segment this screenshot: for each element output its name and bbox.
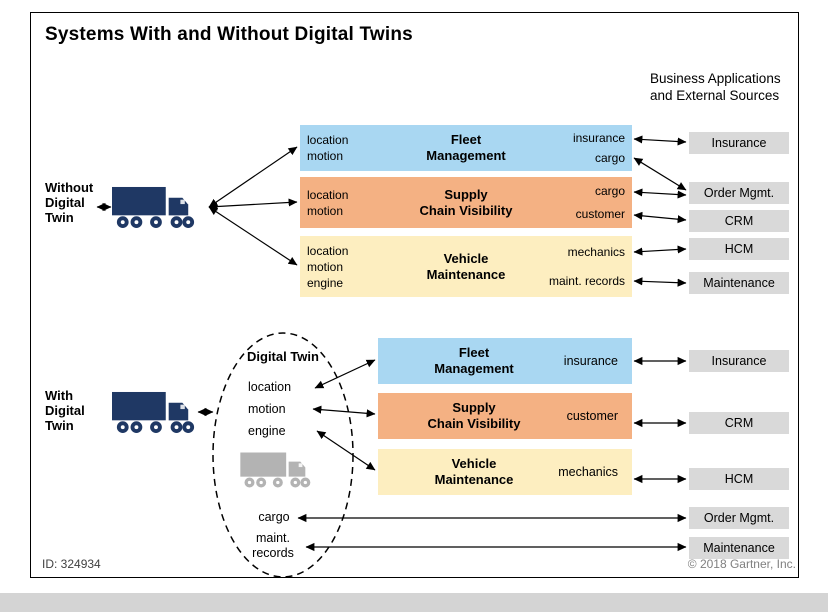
supply-inputs: location motion (307, 187, 349, 218)
bottom-gray-bar (0, 593, 828, 612)
vehicle-output: mechanics (558, 465, 618, 479)
system-box-supply-chain-bottom: Supply Chain Visibility customer (378, 393, 632, 439)
system-box-fleet-management-top: location motion Fleet Management insuran… (300, 125, 632, 171)
copyright-notice: © 2018 Gartner, Inc. (687, 557, 796, 571)
app-box-maintenance-bottom: Maintenance (689, 537, 789, 559)
supply-output: customer (566, 409, 618, 423)
supply-name: Supply Chain Visibility (427, 400, 521, 431)
without-digital-twin-label: Without Digital Twin (45, 180, 94, 225)
vehicle-name: Vehicle Maintenance (426, 250, 506, 282)
app-box-insurance-bottom: Insurance (689, 350, 789, 372)
app-box-order-mgmt-top: Order Mgmt. (689, 182, 789, 204)
digital-twin-title: Digital Twin (247, 349, 319, 364)
diagram-frame (30, 12, 799, 578)
app-box-hcm-top: HCM (689, 238, 789, 260)
diagram-id: ID: 324934 (42, 557, 101, 571)
fleet-output: insurance (563, 354, 618, 368)
with-digital-twin-label: With Digital Twin (45, 388, 85, 433)
supply-name: Supply Chain Visibility (419, 186, 513, 218)
digital-twin-maint-records: maint. records (252, 531, 294, 560)
app-box-maintenance-top: Maintenance (689, 272, 789, 294)
fleet-outputs: insurance cargo (572, 131, 625, 165)
app-box-crm-bottom: CRM (689, 412, 789, 434)
system-box-vehicle-maintenance-top: location motion engine Vehicle Maintenan… (300, 236, 632, 297)
supply-outputs: cargo customer (575, 183, 625, 221)
app-box-order-mgmt-bottom: Order Mgmt. (689, 507, 789, 529)
digital-twin-attributes: location motion engine (248, 380, 292, 438)
system-box-vehicle-maintenance-bottom: Vehicle Maintenance mechanics (378, 449, 632, 495)
app-box-crm-top: CRM (689, 210, 789, 232)
fleet-inputs: location motion (307, 133, 349, 163)
fleet-name: Fleet Management (434, 345, 514, 376)
fleet-name: Fleet Management (426, 132, 506, 163)
digital-twin-cargo: cargo (258, 510, 290, 524)
system-box-fleet-management-bottom: Fleet Management insurance (378, 338, 632, 384)
app-box-insurance-top: Insurance (689, 132, 789, 154)
diagram-title: Systems With and Without Digital Twins (45, 24, 413, 45)
vehicle-name: Vehicle Maintenance (434, 456, 514, 487)
business-apps-header: Business Applications and External Sourc… (650, 71, 781, 103)
vehicle-outputs: mechanics maint. records (548, 244, 625, 288)
app-box-hcm-bottom: HCM (689, 468, 789, 490)
vehicle-inputs: location motion engine (307, 243, 349, 290)
system-box-supply-chain-top: location motion Supply Chain Visibility … (300, 177, 632, 228)
